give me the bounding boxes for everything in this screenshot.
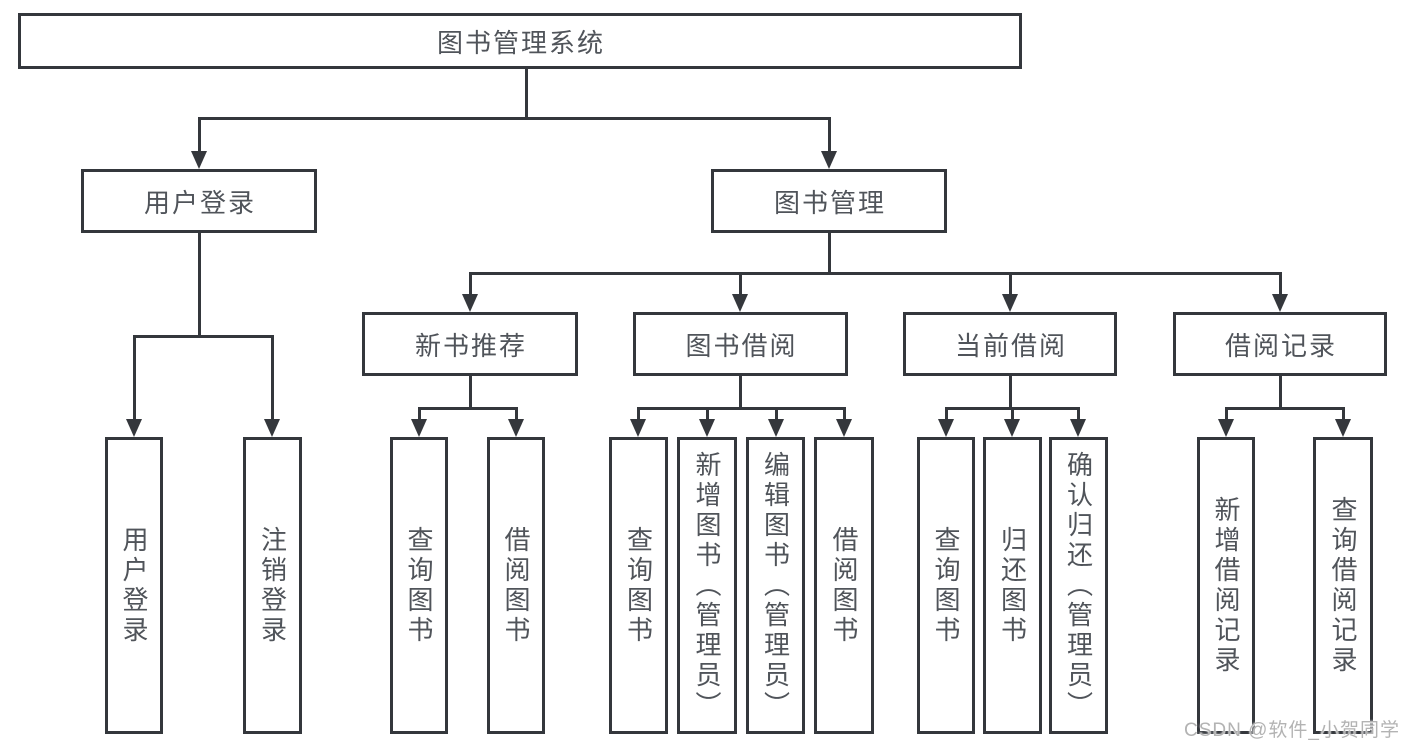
leaf-bor-query-books-label: 查询图书	[623, 525, 654, 646]
leaf-bor-borrow-books-label: 借阅图书	[829, 525, 859, 646]
connector-line	[1225, 407, 1345, 410]
connector-line	[1342, 407, 1345, 422]
connector-line	[775, 407, 778, 422]
connector-line	[1077, 407, 1080, 422]
leaf-user-login-box: 用户登录	[105, 437, 163, 734]
leaf-add-borrow-record-box: 新增借阅记录	[1197, 437, 1255, 734]
group-new-book-recommend-box: 新书推荐	[362, 312, 578, 376]
connector-arrow	[1218, 419, 1234, 437]
group-current-borrowing-label: 当前借阅	[954, 330, 1067, 361]
leaf-rec-query-books-box: 查询图书	[390, 437, 448, 734]
leaf-add-borrow-record-label: 新增借阅记录	[1211, 495, 1241, 676]
connector-line	[198, 117, 831, 120]
connector-line	[198, 117, 201, 153]
leaf-cur-query-books-box: 查询图书	[917, 437, 975, 734]
connector-arrow	[191, 151, 207, 169]
connector-arrow	[462, 294, 478, 312]
connector-line	[418, 407, 421, 422]
leaf-logout-label: 注销登录	[257, 525, 288, 646]
connector-arrow	[938, 419, 954, 437]
connector-arrow	[1272, 294, 1288, 312]
connector-arrow	[699, 419, 715, 437]
connector-arrow	[1002, 294, 1018, 312]
connector-arrow	[630, 419, 646, 437]
leaf-bor-edit-books-admin-label: 编辑图书（管理员）	[760, 450, 791, 721]
connector-arrow	[1004, 419, 1020, 437]
leaf-cur-confirm-return-admin-label: 确认归还（管理员）	[1063, 450, 1094, 721]
connector-line	[525, 68, 528, 120]
connector-line	[1011, 407, 1014, 422]
connector-line	[1009, 272, 1012, 296]
connector-line	[469, 375, 472, 410]
connector-line	[133, 335, 274, 338]
connector-line	[706, 407, 709, 422]
connector-line	[739, 375, 742, 410]
branch-book-management-label: 图书管理	[773, 187, 886, 218]
group-borrow-records-label: 借阅记录	[1224, 330, 1337, 361]
connector-arrow	[411, 419, 427, 437]
leaf-bor-borrow-books-box: 借阅图书	[814, 437, 874, 734]
connector-line	[843, 407, 846, 422]
connector-line	[945, 407, 948, 422]
root-box: 图书管理系统	[18, 13, 1022, 69]
connector-arrow	[836, 419, 852, 437]
leaf-cur-confirm-return-admin-box: 确认归还（管理员）	[1049, 437, 1108, 734]
connector-line	[1279, 272, 1282, 296]
connector-arrow	[508, 419, 524, 437]
connector-line	[637, 407, 640, 422]
connector-line	[637, 407, 846, 410]
leaf-query-borrow-record-box: 查询借阅记录	[1313, 437, 1373, 734]
connector-line	[133, 335, 136, 420]
leaf-query-borrow-record-label: 查询借阅记录	[1328, 495, 1358, 676]
connector-line	[1225, 407, 1228, 422]
connector-line	[198, 232, 201, 338]
connector-line	[828, 117, 831, 153]
connector-line	[1009, 375, 1012, 410]
leaf-cur-query-books-label: 查询图书	[931, 525, 961, 646]
branch-user-login-box: 用户登录	[81, 169, 317, 233]
group-new-book-recommend-label: 新书推荐	[414, 330, 527, 361]
connector-arrow	[821, 151, 837, 169]
connector-arrow	[1070, 419, 1086, 437]
connector-arrow	[768, 419, 784, 437]
leaf-cur-return-books-label: 归还图书	[997, 525, 1028, 646]
leaf-rec-query-books-label: 查询图书	[404, 525, 434, 646]
branch-book-management-box: 图书管理	[711, 169, 947, 233]
group-borrow-records-box: 借阅记录	[1173, 312, 1387, 376]
connector-line	[1279, 375, 1282, 410]
leaf-bor-query-books-box: 查询图书	[609, 437, 668, 734]
leaf-rec-borrow-books-label: 借阅图书	[501, 525, 531, 646]
connector-line	[828, 232, 831, 275]
root-label: 图书管理系统	[436, 27, 605, 58]
group-book-borrowing-box: 图书借阅	[633, 312, 848, 376]
csdn-watermark: CSDN @软件_小贺同学	[1184, 720, 1400, 741]
group-current-borrowing-box: 当前借阅	[903, 312, 1117, 376]
connector-line	[271, 335, 274, 420]
leaf-cur-return-books-box: 归还图书	[983, 437, 1042, 734]
group-book-borrowing-label: 图书借阅	[685, 330, 798, 361]
connector-arrow	[732, 294, 748, 312]
connector-line	[469, 272, 472, 296]
leaf-user-login-label: 用户登录	[119, 525, 149, 646]
leaf-rec-borrow-books-box: 借阅图书	[487, 437, 545, 734]
branch-user-login-label: 用户登录	[143, 187, 256, 218]
connector-arrow	[126, 419, 142, 437]
connector-arrow	[1335, 419, 1351, 437]
leaf-logout-box: 注销登录	[243, 437, 302, 734]
connector-line	[418, 407, 518, 410]
connector-line	[739, 272, 742, 296]
connector-arrow	[264, 419, 280, 437]
leaf-bor-add-books-admin-box: 新增图书（管理员）	[677, 437, 737, 734]
leaf-bor-edit-books-admin-box: 编辑图书（管理员）	[746, 437, 805, 734]
connector-line	[469, 272, 1281, 275]
connector-line	[515, 407, 518, 422]
leaf-bor-add-books-admin-label: 新增图书（管理员）	[692, 450, 722, 721]
